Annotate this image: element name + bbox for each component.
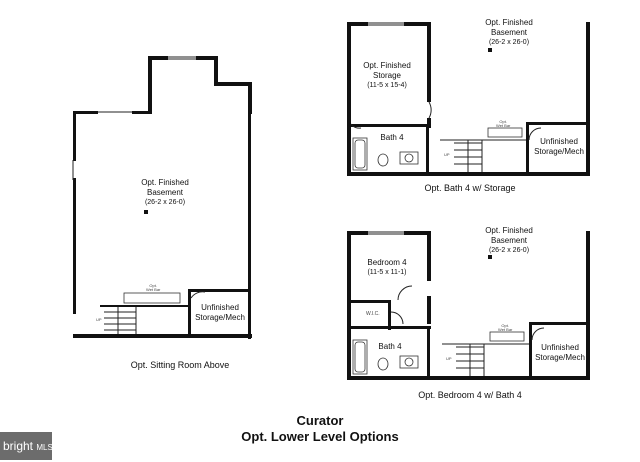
bath-storage-basement-label: Opt. Finished Basement (26-2 x 26-0) [464,18,554,48]
mls-watermark-logo: bright MLS [0,432,53,460]
finished-storage-label: Opt. Finished Storage (11-5 x 15-4) [350,61,424,91]
bath-storage-wetbar-note: Opt. Wet Bar [496,119,511,128]
sitting-ceiling-marker [144,210,148,214]
bedroom-bath-up-note: UP [446,356,452,361]
bedroom-bath-wetbar-note: Opt. Wet Bar [498,323,513,332]
bedroom-name: Bedroom 4 [367,258,407,267]
sitting-storage-label: Unfinished Storage/Mech [195,303,245,322]
finished-storage-name: Opt. Finished Storage [363,61,411,80]
finished-storage-dim: (11-5 x 15-4) [367,82,407,89]
bath-storage-up-note: UP [444,152,450,157]
bedroom-bath-basement-label: Opt. Finished Basement (26-2 x 26-0) [464,226,554,256]
bedroom-bath-basement-dim: (26-2 x 26-0) [488,247,530,254]
bath-storage-caption: Opt. Bath 4 w/ Storage [424,183,516,193]
bedroom-bath-ceiling-marker [488,255,492,259]
bedroom-dim: (11-5 x 11-1) [367,269,407,276]
bath-storage-basement-name: Opt. Finished Basement [485,18,533,37]
sitting-basement-dim: (26-2 x 26-0) [144,199,186,206]
bath-storage-ceiling-marker [488,48,492,52]
bedroom-bath-bath-label: Bath 4 [378,342,402,351]
bath-storage-mech-label: Unfinished Storage/Mech [534,137,584,156]
sitting-up-note: UP [96,317,102,322]
bath-storage-bath-label: Bath 4 [380,133,404,142]
sitting-basement-name: Opt. Finished Basement [141,178,189,197]
watermark-brand: bright [3,439,34,453]
bedroom-bath-mech-label: Unfinished Storage/Mech [535,343,585,362]
sitting-room-plan [70,56,252,339]
model-title: Curator [296,413,344,428]
bedroom-bath-basement-name: Opt. Finished Basement [485,226,533,245]
sitting-wetbar-note: Opt. Wet Bar [146,283,161,292]
sitting-basement-label: Opt. Finished Basement (26-2 x 26-0) [120,178,210,208]
sitting-caption: Opt. Sitting Room Above [130,360,230,370]
bath-storage-plan [347,22,590,176]
wic-label: W.I.C. [366,311,380,317]
bath-storage-basement-dim: (26-2 x 26-0) [488,39,530,46]
options-title: Opt. Lower Level Options [241,429,399,444]
bedroom-bath-caption: Opt. Bedroom 4 w/ Bath 4 [418,390,522,400]
bedroom-bath-plan [347,231,590,380]
watermark-suffix: MLS [36,443,53,452]
bedroom-label: Bedroom 4 (11-5 x 11-1) [354,258,420,278]
